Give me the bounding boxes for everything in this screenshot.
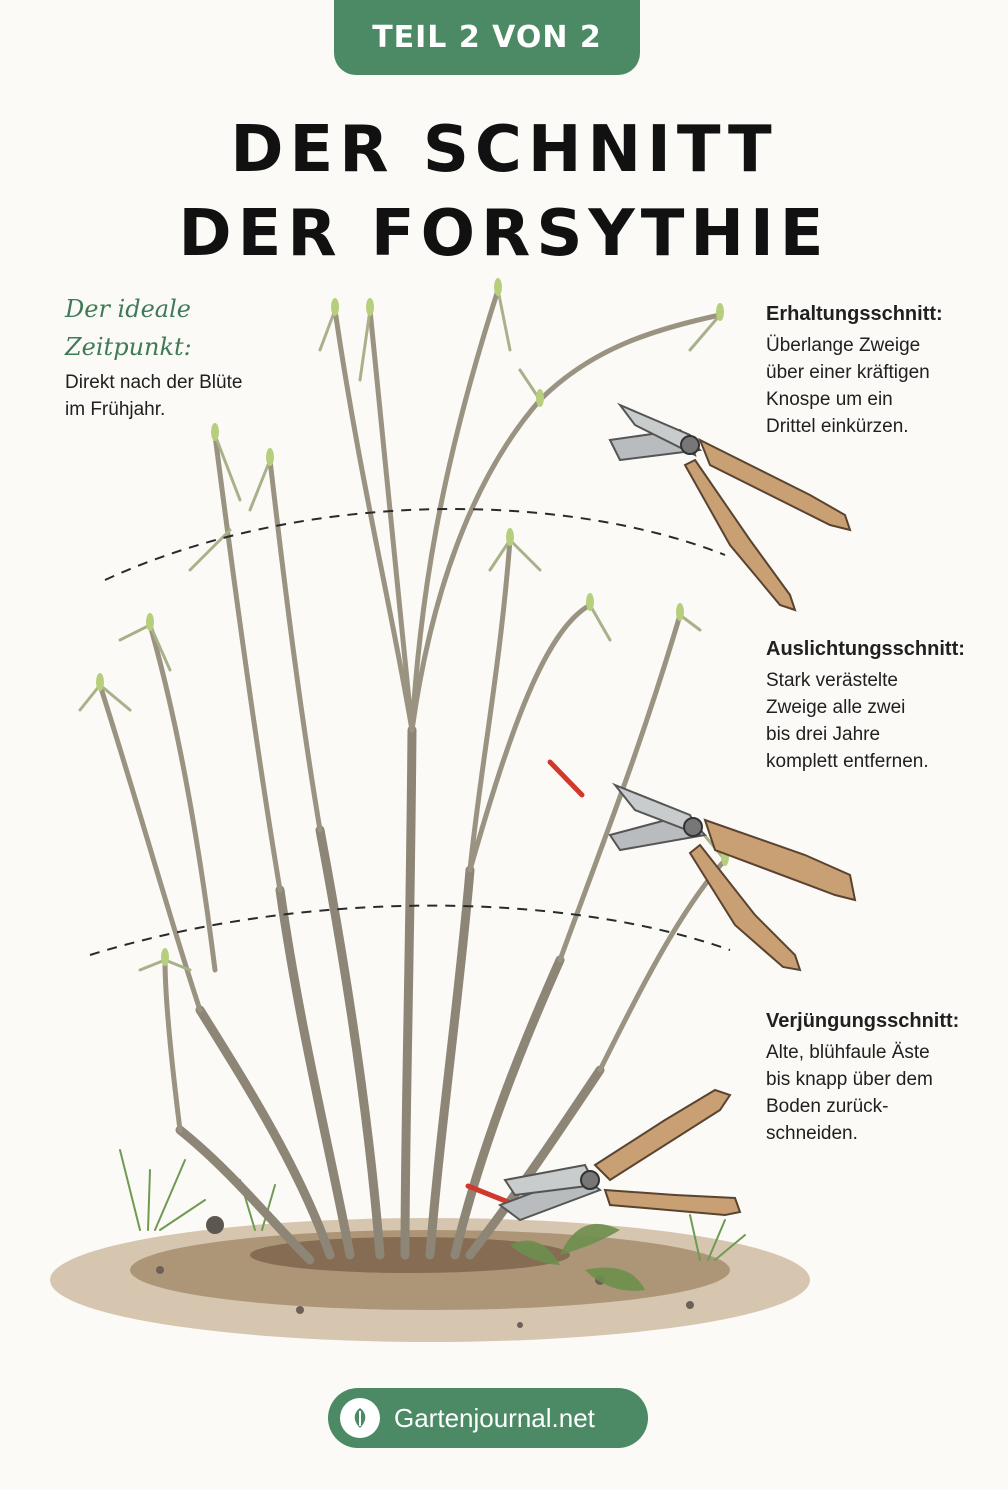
forsythia-illustration	[50, 278, 857, 1342]
cut-note-line: Boden zurück-	[766, 1096, 889, 1117]
timing-note: Direkt nach der Blüte im Frühjahr.	[65, 369, 305, 423]
footer-brand-link[interactable]: Gartenjournal.net	[328, 1388, 648, 1448]
leaf-logo-icon	[340, 1398, 380, 1438]
ground-leaves	[510, 1223, 645, 1291]
cut-note-line: Alte, blühfaule Äste	[766, 1042, 930, 1063]
cut-note-line: bis knapp über dem	[766, 1069, 933, 1090]
title-line-2: DER FORSYTHIE	[178, 197, 830, 271]
part-badge: TEIL 2 VON 2	[334, 0, 640, 75]
pruning-shears-icon	[497, 1088, 742, 1222]
grass-tufts	[119, 1149, 746, 1261]
timing-body-line-1: Direkt nach der Blüte	[65, 372, 243, 393]
cut-note-line: Stark verästelte	[766, 670, 898, 691]
title-line-1: DER SCHNITT	[230, 113, 778, 187]
timing-heading-line-1: Der ideale	[65, 295, 191, 323]
cut-note-maintenance: Erhaltungsschnitt: Überlange Zweige über…	[766, 301, 991, 440]
cut-note-line: komplett entfernen.	[766, 751, 929, 772]
timing-heading: Der ideale Zeitpunkt:	[65, 290, 295, 366]
footer-brand-label: Gartenjournal.net	[394, 1402, 595, 1433]
cut-note-line: bis drei Jahre	[766, 724, 881, 745]
cut-note-thinning: Auslichtungsschnitt: Stark verästelte Zw…	[766, 636, 1006, 775]
cut-note-line: schneiden.	[766, 1123, 858, 1144]
cut-note-line: Drittel einkürzen.	[766, 416, 909, 437]
part-badge-label: TEIL 2 VON 2	[372, 20, 602, 55]
bush-stems	[78, 287, 728, 1265]
cut-note-heading: Auslichtungsschnitt:	[766, 638, 965, 660]
page-title: DER SCHNITT DER FORSYTHIE	[0, 108, 1008, 276]
cut-zone-lines	[89, 507, 731, 956]
pruning-shears-icon	[608, 402, 852, 612]
soil-ground	[50, 1216, 810, 1342]
timing-heading-line-2: Zeitpunkt:	[65, 333, 192, 361]
cut-marks	[465, 759, 585, 1205]
cut-note-line: Zweige alle zwei	[766, 697, 906, 718]
leaf-buds	[96, 278, 729, 966]
pruning-shears-icon	[608, 782, 857, 972]
cut-note-line: über einer kräftigen	[766, 362, 930, 383]
cut-note-line: Knospe um ein	[766, 389, 893, 410]
cut-note-heading: Erhaltungsschnitt:	[766, 303, 943, 325]
cut-note-rejuvenation: Verjüngungsschnitt: Alte, blühfaule Äste…	[766, 1008, 996, 1147]
timing-body-line-2: im Frühjahr.	[65, 399, 166, 420]
cut-note-line: Überlange Zweige	[766, 335, 921, 356]
cut-note-heading: Verjüngungsschnitt:	[766, 1010, 960, 1032]
